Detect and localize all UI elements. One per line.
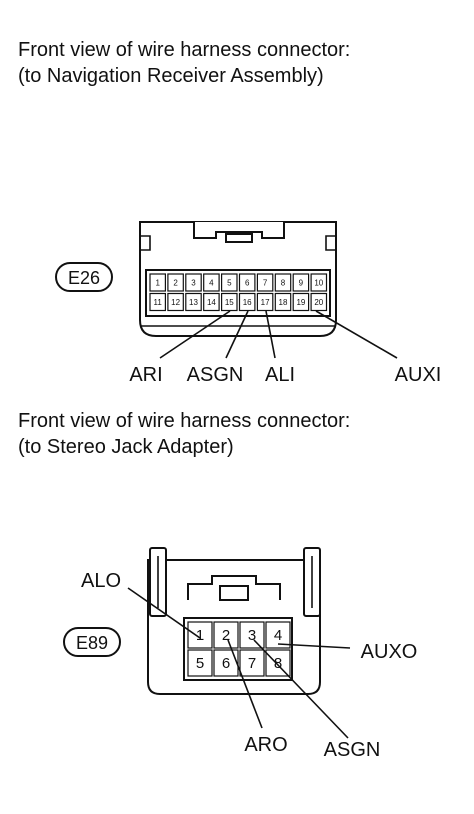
e89-pin-number: 4 bbox=[274, 627, 282, 644]
e26-pin-number: 18 bbox=[279, 298, 288, 307]
e26-pin-cell bbox=[238, 273, 256, 292]
e26-pin-number: 14 bbox=[207, 298, 216, 307]
e26-pin-number: 4 bbox=[209, 279, 214, 288]
e89-pin-number: 3 bbox=[248, 627, 256, 644]
e26-label-ari: ARI bbox=[129, 364, 162, 386]
e26-pin-cell bbox=[310, 273, 328, 292]
e26-pin-number: 2 bbox=[173, 279, 178, 288]
e26-pin-cell bbox=[203, 292, 220, 312]
e26-pin-number: 9 bbox=[299, 279, 304, 288]
e26-caption: Front view of wire harness connector: (t… bbox=[18, 37, 350, 89]
e89-pin-cell bbox=[265, 649, 291, 677]
e26-pin-cell bbox=[256, 292, 274, 312]
e26-pin-cell bbox=[274, 273, 292, 292]
e26-right-rail bbox=[325, 235, 336, 251]
e26-pin-number: 12 bbox=[171, 298, 180, 307]
e26-code-badge bbox=[55, 262, 113, 292]
e26-pin-cell bbox=[185, 292, 202, 312]
e89-pin-grid: 1 2 3 4 5 6 7 8 bbox=[187, 621, 291, 677]
e89-leader-asgn bbox=[253, 639, 349, 739]
e26-pin-number: 6 bbox=[245, 279, 250, 288]
connector-e89: 1 2 3 4 5 6 7 8 E89 ALO AUXO ARO ASGN bbox=[63, 547, 418, 761]
e89-caption-line1: Front view of wire harness connector: bbox=[18, 410, 351, 432]
e89-leader-aro bbox=[227, 639, 263, 729]
e26-pin-number: 8 bbox=[281, 279, 286, 288]
e26-pin-cell bbox=[149, 292, 166, 312]
e89-leader-alo bbox=[127, 587, 201, 639]
e89-pin-cell bbox=[187, 621, 213, 649]
e89-pin-cell bbox=[239, 621, 265, 649]
e89-label-auxo: AUXO bbox=[361, 641, 418, 663]
e26-pin-number: 10 bbox=[314, 279, 323, 288]
e89-label-aro: ARO bbox=[244, 734, 287, 756]
e26-pin-number: 17 bbox=[261, 298, 270, 307]
e89-pin-number: 8 bbox=[274, 655, 282, 672]
e26-pin-cell bbox=[221, 292, 238, 312]
e26-pin-cell bbox=[167, 273, 184, 292]
e26-pin-cell bbox=[274, 292, 292, 312]
e89-code-badge bbox=[63, 627, 121, 657]
e26-pin-cell bbox=[292, 273, 310, 292]
e26-caption-line1: Front view of wire harness connector: bbox=[18, 39, 351, 61]
e26-pin-number: 5 bbox=[227, 279, 232, 288]
e26-pin-cell bbox=[185, 273, 202, 292]
e89-pin-cell bbox=[239, 649, 265, 677]
e26-pin-number: 7 bbox=[263, 279, 268, 288]
e89-pin-number: 2 bbox=[222, 627, 230, 644]
e89-caption-line2: (to Stereo Jack Adapter) bbox=[18, 436, 234, 458]
e26-pin-cell bbox=[256, 273, 274, 292]
e89-pin-number: 7 bbox=[248, 655, 256, 672]
e26-label-auxi: AUXI bbox=[395, 364, 442, 386]
e89-pin-cell bbox=[187, 649, 213, 677]
e26-left-rail bbox=[140, 235, 151, 251]
e26-pin-number: 15 bbox=[225, 298, 234, 307]
e26-pin-number: 3 bbox=[191, 279, 196, 288]
e26-pin-cell bbox=[238, 292, 256, 312]
e26-pin-number: 19 bbox=[296, 298, 305, 307]
e26-pin-number: 13 bbox=[189, 298, 198, 307]
e26-pin-number: 20 bbox=[314, 298, 323, 307]
e26-leader-auxi bbox=[315, 310, 398, 359]
e89-code: E89 bbox=[76, 633, 108, 653]
e26-leader-asgn bbox=[225, 310, 249, 359]
e26-pin-cell bbox=[149, 273, 166, 292]
e26-pin-cell bbox=[221, 273, 238, 292]
e26-pin-cell bbox=[292, 292, 310, 312]
e26-pin-cell bbox=[310, 292, 328, 312]
e89-pin-cell bbox=[213, 621, 239, 649]
e26-leader-ari bbox=[159, 310, 231, 359]
e89-caption: Front view of wire harness connector: (t… bbox=[18, 408, 350, 460]
e26-pin-cell bbox=[167, 292, 184, 312]
e26-leader-ali bbox=[265, 310, 276, 359]
e89-pin-number: 5 bbox=[196, 655, 204, 672]
e89-latch-tab bbox=[219, 585, 249, 601]
e89-pin-number: 6 bbox=[222, 655, 230, 672]
e26-latch-tab bbox=[225, 233, 253, 243]
e26-pin-number: 16 bbox=[243, 298, 252, 307]
e26-pin-number: 1 bbox=[155, 279, 160, 288]
e26-code: E26 bbox=[68, 268, 100, 288]
e26-pin-number: 11 bbox=[154, 298, 163, 307]
e26-pin-cell bbox=[203, 273, 220, 292]
e89-pin-number: 1 bbox=[196, 627, 204, 644]
e26-caption-line2: (to Navigation Receiver Assembly) bbox=[18, 65, 324, 87]
e26-label-asgn: ASGN bbox=[187, 364, 244, 386]
e26-label-ali: ALI bbox=[265, 364, 295, 386]
e89-pin-cell bbox=[265, 621, 291, 649]
e26-latch bbox=[193, 222, 285, 239]
e89-label-alo: ALO bbox=[81, 570, 121, 592]
e89-leader-auxo bbox=[277, 643, 351, 649]
e89-label-asgn: ASGN bbox=[324, 739, 381, 761]
